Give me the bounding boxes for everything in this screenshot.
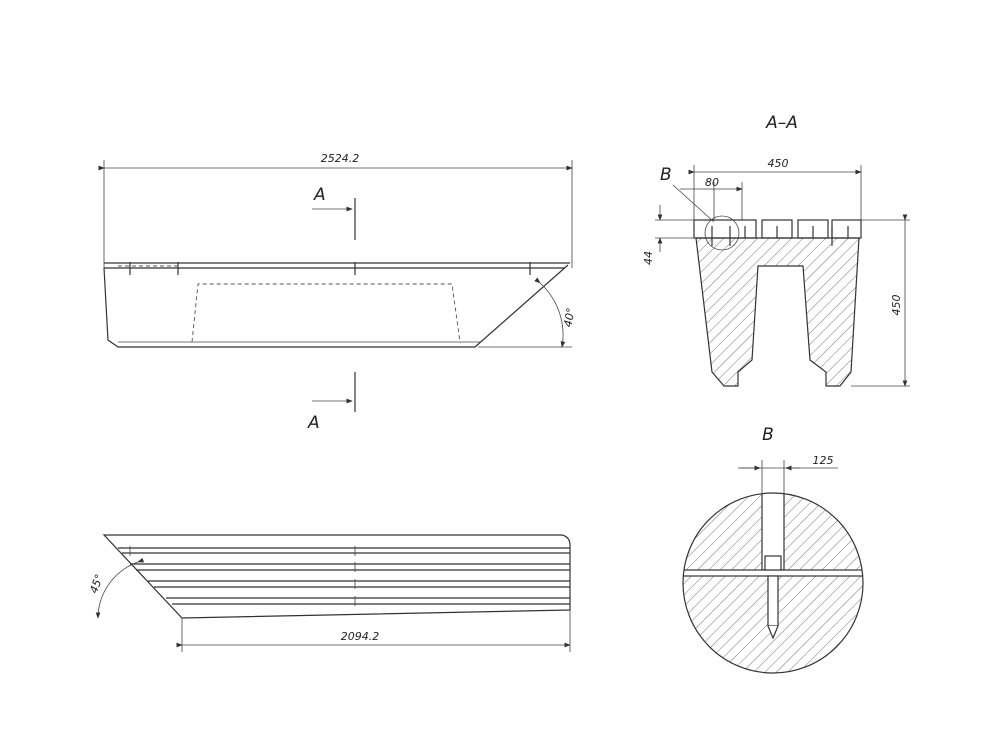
- detail-callout: B: [660, 165, 672, 185]
- slat-spacing-label: 80: [705, 176, 719, 189]
- section-mark-bottom: A: [307, 413, 320, 433]
- plan-outline: [102, 534, 571, 619]
- detail-b-dimension-label: 125: [813, 454, 834, 467]
- detail-b-title: B: [762, 425, 774, 445]
- pedestal-section: [695, 237, 860, 387]
- section-height-label: 450: [890, 295, 903, 316]
- bench-body-outline: [103, 264, 569, 348]
- section-aa: A–A 450 80 B: [642, 113, 910, 387]
- bottom-length-label: 2094.2: [341, 630, 380, 643]
- angle-arc: [534, 277, 566, 348]
- section-width-label: 450: [768, 157, 789, 170]
- angle-label: 40°: [561, 307, 577, 328]
- hidden-pedestal: [191, 283, 461, 343]
- slat-thickness-label: 44: [642, 251, 655, 265]
- plan-angle-arc: [95, 557, 145, 619]
- plan-angle-label: 45°: [87, 572, 106, 595]
- section-aa-title: A–A: [765, 113, 798, 133]
- detail-b: B 125: [682, 425, 864, 674]
- side-view: 2524.2 40° A A: [98, 152, 578, 433]
- section-mark-top: A: [313, 185, 326, 205]
- plan-view: 45° 2094.2: [87, 534, 571, 652]
- detail-b-outline: [682, 492, 864, 674]
- overall-length-label: 2524.2: [321, 152, 360, 165]
